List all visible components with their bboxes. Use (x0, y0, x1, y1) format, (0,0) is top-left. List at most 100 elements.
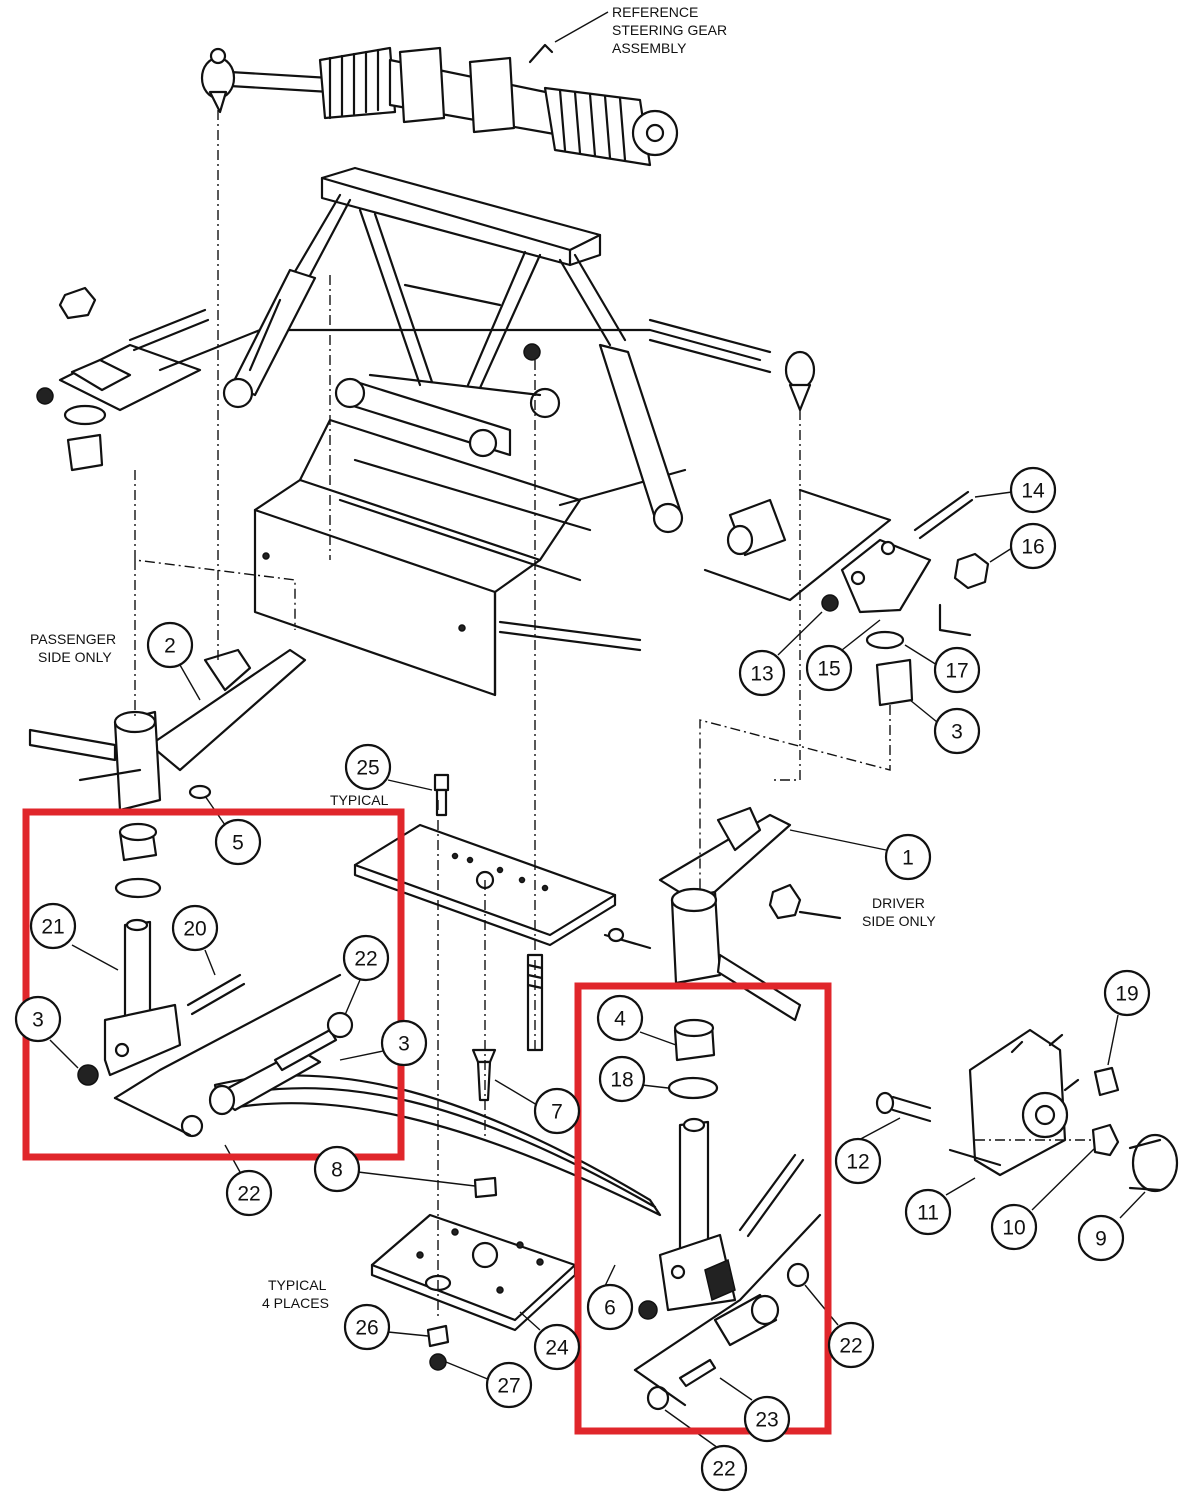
callout-circle (1009, 522, 1057, 570)
callout-number: 12 (846, 1151, 869, 1174)
callout-c15: 15 (805, 644, 853, 692)
callout-c3a: 3 (933, 707, 981, 755)
callout-number: 10 (1002, 1217, 1025, 1240)
callout-circle (343, 1303, 391, 1351)
callout-c20: 20 (171, 904, 219, 952)
passenger-upper-arm (36, 286, 210, 472)
steering-note-line-1: REFERENCE (612, 4, 698, 20)
callout-circle (904, 1188, 952, 1236)
callout-circle (933, 646, 981, 694)
driver-kingpin-detail (633, 1018, 822, 1411)
passenger-note-line-1: PASSENGER (30, 631, 116, 647)
callout-number: 4 (614, 1008, 626, 1031)
callout-number: 25 (356, 757, 379, 780)
callout-c2: 2 (146, 621, 194, 669)
driver-note-line-2: SIDE ONLY (862, 913, 936, 929)
callout-c25: 25 (344, 743, 392, 791)
callout-number: 1 (902, 847, 914, 870)
callout-number: 7 (551, 1101, 563, 1124)
shock-absorbers (222, 268, 684, 534)
callout-circle (738, 649, 786, 697)
callout-circle (14, 995, 62, 1043)
callout-number: 16 (1021, 536, 1044, 559)
callout-circle (313, 1145, 361, 1193)
callout-number: 27 (497, 1375, 520, 1398)
callout-c6: 6 (586, 1283, 634, 1331)
callout-number: 23 (755, 1409, 778, 1432)
passenger-kingpin-detail (77, 822, 354, 1138)
callout-number: 8 (331, 1159, 343, 1182)
steering-reference-note: REFERENCE STEERING GEAR ASSEMBLY (554, 4, 727, 56)
callout-number: 22 (354, 948, 377, 971)
callout-c22d: 22 (700, 1444, 748, 1492)
callout-circle (29, 902, 77, 950)
callout-circle (884, 833, 932, 881)
callout-c22b: 22 (225, 1169, 273, 1217)
callout-c13: 13 (738, 649, 786, 697)
typical-4-note-line-2: 4 PLACES (262, 1295, 329, 1311)
callout-number: 11 (917, 1202, 939, 1225)
center-pivot-tube (334, 343, 561, 458)
callout-number: 5 (232, 832, 244, 855)
callout-number: 2 (164, 635, 176, 658)
callout-number: 3 (951, 721, 963, 744)
callout-circle (827, 1321, 875, 1369)
callout-c5: 5 (214, 818, 262, 866)
callout-c16: 16 (1009, 522, 1057, 570)
callout-circle (598, 1055, 646, 1103)
callout-number: 22 (839, 1335, 862, 1358)
steering-note-line-2: STEERING GEAR (612, 22, 727, 38)
driver-steering-arm (603, 806, 842, 1022)
callout-c22a: 22 (342, 934, 390, 982)
leader-lines (49, 491, 1146, 1449)
callout-c10: 10 (990, 1203, 1038, 1251)
callout-circle (834, 1137, 882, 1185)
callout-circle (596, 994, 644, 1042)
callout-number: 6 (604, 1297, 616, 1320)
steering-gear-assembly (200, 43, 679, 167)
steering-note-line-3: ASSEMBLY (612, 40, 687, 56)
callout-c27: 27 (485, 1361, 533, 1409)
callout-c1: 1 (884, 833, 932, 881)
callout-c21: 21 (29, 902, 77, 950)
callout-c19: 19 (1103, 969, 1151, 1017)
callout-c11: 11 (904, 1188, 952, 1236)
callout-c22c: 22 (827, 1321, 875, 1369)
callout-circle (533, 1323, 581, 1371)
callout-circle (342, 934, 390, 982)
driver-upper-bracket (703, 350, 990, 707)
driver-note-line-1: DRIVER (872, 895, 925, 911)
callout-circle (225, 1169, 273, 1217)
callout-c4: 4 (596, 994, 644, 1042)
callout-circle (485, 1361, 533, 1409)
callout-c17: 17 (933, 646, 981, 694)
callout-number: 14 (1021, 480, 1045, 503)
callout-circle (380, 1019, 428, 1067)
callout-c8: 8 (313, 1145, 361, 1193)
callout-c26: 26 (343, 1303, 391, 1351)
callout-c18: 18 (598, 1055, 646, 1103)
callout-number: 3 (398, 1033, 410, 1056)
callout-number: 3 (32, 1009, 44, 1032)
assembly-centerlines (134, 110, 1092, 1320)
callout-circle (146, 621, 194, 669)
callout-number: 18 (610, 1069, 633, 1092)
callout-number: 24 (545, 1337, 569, 1360)
callout-circle (586, 1283, 634, 1331)
callout-number: 22 (237, 1183, 260, 1206)
highlight-box-passenger-kingpin (22, 808, 405, 1161)
callout-c23: 23 (743, 1395, 791, 1443)
callout-number: 9 (1095, 1228, 1107, 1251)
wheel-hub-assembly (875, 1028, 1179, 1193)
callout-circle (344, 743, 392, 791)
passenger-note-line-2: SIDE ONLY (38, 649, 112, 665)
callout-number: 13 (750, 663, 773, 686)
callout-circle (743, 1395, 791, 1443)
callout-number: 19 (1115, 983, 1138, 1006)
callout-circle (933, 707, 981, 755)
callout-circle (1009, 466, 1057, 514)
callout-c24: 24 (533, 1323, 581, 1371)
callout-circle (533, 1087, 581, 1135)
callout-c12: 12 (834, 1137, 882, 1185)
